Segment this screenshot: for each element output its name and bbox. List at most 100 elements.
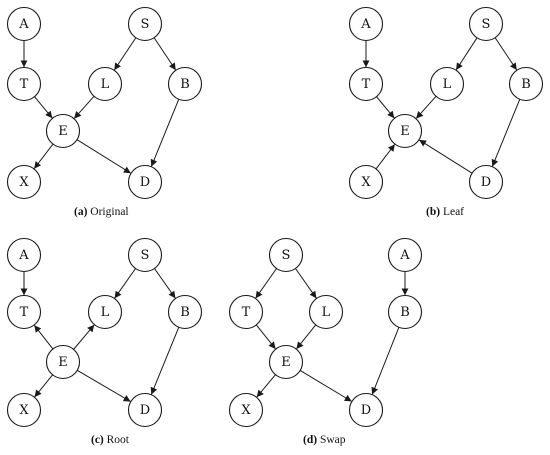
node-a: A xyxy=(387,237,423,273)
edge-s-to-b xyxy=(494,37,517,71)
panel-original: A T S L B E X D xyxy=(6,6,203,200)
caption-label: Original xyxy=(90,206,129,218)
node-circle xyxy=(508,66,544,102)
node-circle xyxy=(228,294,264,330)
node-label: E xyxy=(58,124,68,139)
node-x: X xyxy=(348,164,384,200)
node-t: T xyxy=(228,294,264,330)
node-label: E xyxy=(400,124,410,139)
edge-s-to-l xyxy=(114,37,137,71)
caption-label: Swap xyxy=(319,434,346,446)
edge-e-to-d xyxy=(299,370,352,402)
node-label: S xyxy=(482,17,491,32)
node-label: L xyxy=(101,77,110,92)
node-s: S xyxy=(127,6,163,42)
node-e: E xyxy=(387,113,423,149)
node-circle xyxy=(268,237,304,273)
panel-swap: S A T L B E X D xyxy=(228,237,423,428)
edge-e-to-x xyxy=(33,143,54,169)
caption-leaf: (b) Leaf xyxy=(426,206,464,218)
edge-t-to-e xyxy=(255,324,276,350)
caption-label: Root xyxy=(106,434,130,446)
node-circle xyxy=(6,6,42,42)
node-t: T xyxy=(348,66,384,102)
node-circle xyxy=(387,113,423,149)
edge-e-to-l xyxy=(73,324,95,350)
edge-s-to-l xyxy=(114,268,136,299)
edge-s-to-t xyxy=(255,268,277,299)
node-b: B xyxy=(167,294,203,330)
node-a: A xyxy=(348,6,384,42)
edge-b-to-d xyxy=(150,99,180,167)
edge-t-to-e xyxy=(376,96,395,119)
node-b: B xyxy=(387,294,423,330)
node-label: A xyxy=(18,17,29,32)
node-label: T xyxy=(20,77,29,92)
edge-b-to-d xyxy=(371,327,400,395)
node-circle xyxy=(87,66,123,102)
node-label: S xyxy=(141,248,150,263)
node-d: D xyxy=(468,164,504,200)
node-circle xyxy=(127,6,163,42)
edge-l-to-e xyxy=(415,95,437,119)
node-circle xyxy=(468,164,504,200)
node-label: T xyxy=(20,305,29,320)
node-circle xyxy=(127,237,163,273)
node-l: L xyxy=(308,294,344,330)
edge-l-to-e xyxy=(73,95,95,119)
node-circle xyxy=(468,6,504,42)
node-circle xyxy=(45,344,81,380)
node-circle xyxy=(6,392,42,428)
node-circle xyxy=(387,294,423,330)
node-label: D xyxy=(140,175,150,190)
caption-tag: (c) xyxy=(91,434,104,446)
node-label: A xyxy=(18,248,29,263)
node-label: X xyxy=(241,403,251,418)
node-l: L xyxy=(87,66,123,102)
node-circle xyxy=(127,164,163,200)
node-label: A xyxy=(360,17,371,32)
node-circle xyxy=(87,294,123,330)
edge-s-to-b xyxy=(154,268,176,299)
node-d: D xyxy=(127,164,163,200)
caption-original: (a) Original xyxy=(74,206,129,218)
edge-b-to-d xyxy=(491,99,521,167)
edge-t-to-e xyxy=(34,96,53,119)
node-d: D xyxy=(127,392,163,428)
node-circle xyxy=(45,113,81,149)
node-circle xyxy=(348,164,384,200)
node-d: D xyxy=(348,392,384,428)
node-t: T xyxy=(6,294,42,330)
node-l: L xyxy=(87,294,123,330)
node-label: X xyxy=(19,175,29,190)
node-b: B xyxy=(167,66,203,102)
node-label: B xyxy=(400,305,410,320)
node-circle xyxy=(387,237,423,273)
caption-swap: (d) Swap xyxy=(303,434,346,446)
node-a: A xyxy=(6,6,42,42)
node-e: E xyxy=(45,344,81,380)
node-circle xyxy=(348,66,384,102)
node-label: A xyxy=(399,248,410,263)
node-circle xyxy=(6,164,42,200)
node-label: X xyxy=(19,403,29,418)
node-label: D xyxy=(140,403,150,418)
node-circle xyxy=(167,294,203,330)
node-circle xyxy=(6,66,42,102)
node-label: S xyxy=(282,248,291,263)
node-circle xyxy=(6,237,42,273)
node-label: L xyxy=(443,77,452,92)
node-s: S xyxy=(468,6,504,42)
node-label: S xyxy=(141,17,150,32)
node-circle xyxy=(348,6,384,42)
node-x: X xyxy=(228,392,264,428)
node-x: X xyxy=(6,164,42,200)
edge-e-to-x xyxy=(34,374,53,398)
edge-e-to-d xyxy=(76,139,131,174)
edge-l-to-e xyxy=(296,324,317,350)
node-circle xyxy=(348,392,384,428)
node-circle xyxy=(167,66,203,102)
node-e: E xyxy=(268,344,304,380)
